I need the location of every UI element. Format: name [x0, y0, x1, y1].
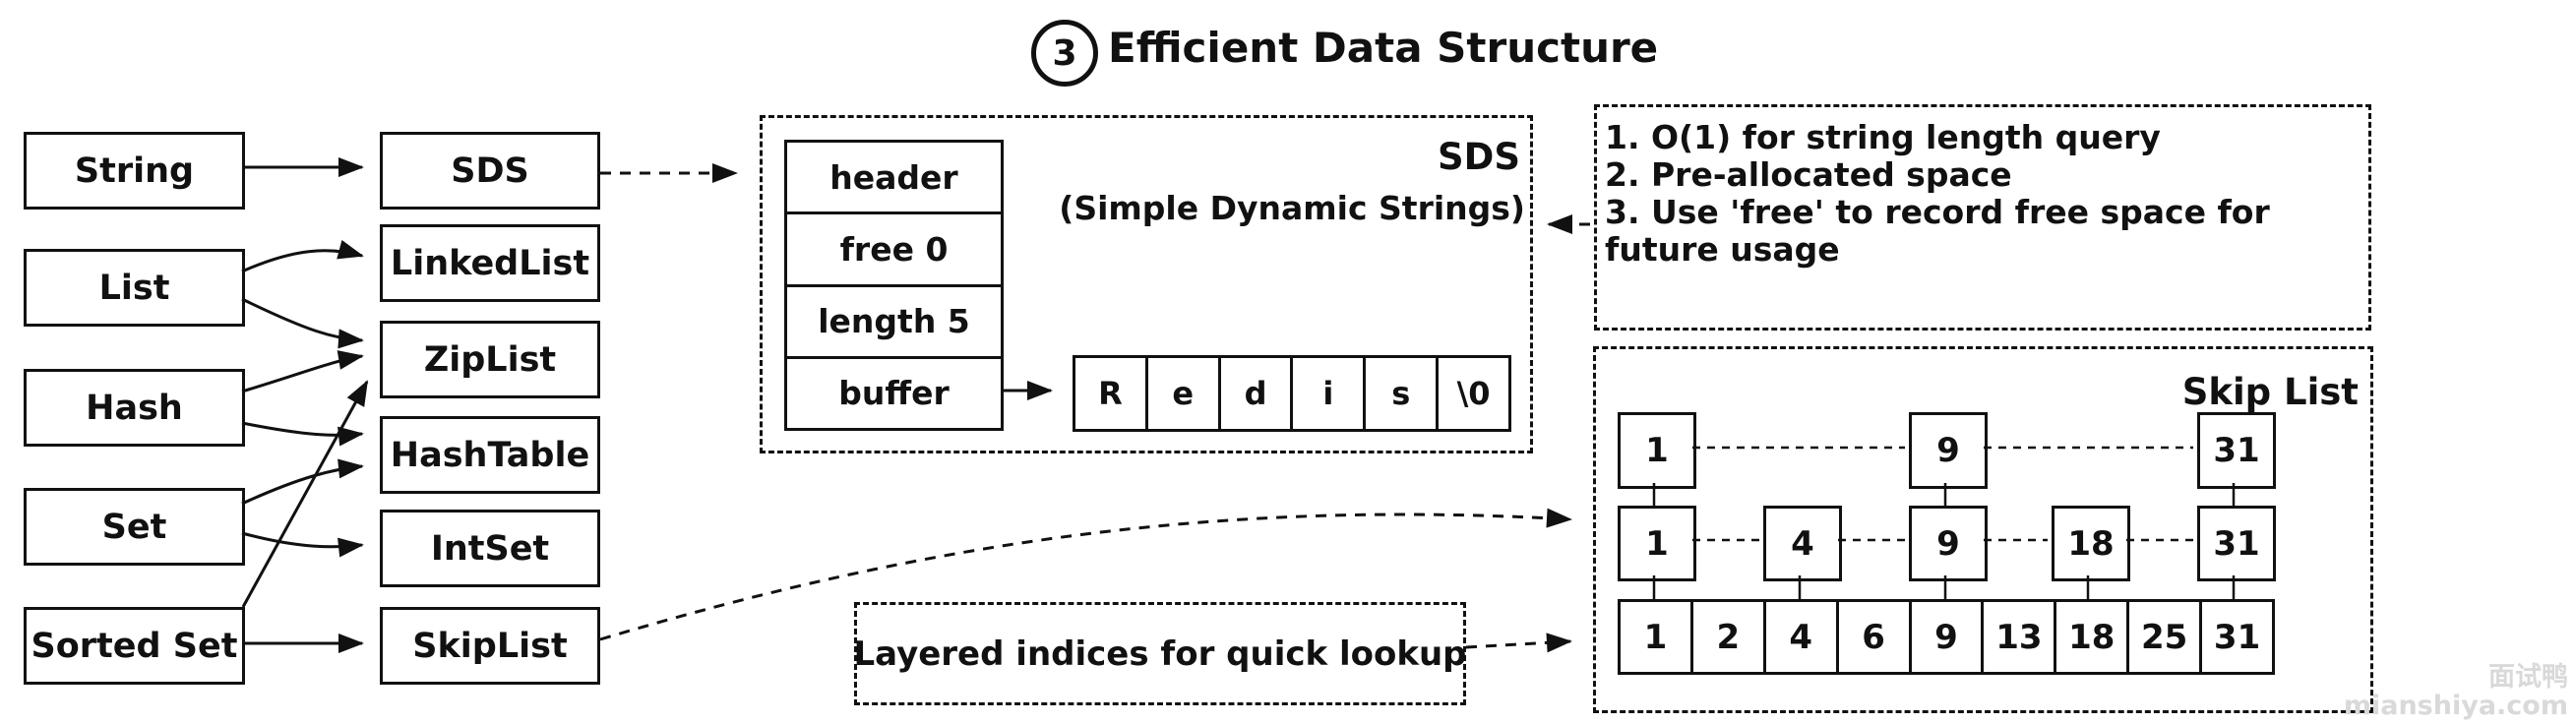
sds-field-buffer: buffer: [838, 374, 950, 413]
impl-node-sds: SDS: [380, 132, 600, 210]
impl-node-intset: IntSet: [380, 510, 600, 587]
type-node-list: List: [24, 249, 245, 327]
skiplist-bottom-cell: 2: [1693, 602, 1766, 672]
arrow-sortedset-to-ziplist: [241, 380, 369, 608]
arrow-hash-to-hashtable: [241, 421, 364, 447]
skiplist-mid-node: 31: [2197, 506, 2276, 581]
title-badge-circle: 3: [1031, 20, 1098, 87]
dashed-arrow-callout-to-skiplist: [1465, 633, 1572, 653]
sds-field-header: header: [787, 143, 1001, 215]
skiplist-bottom-cell: 6: [1839, 602, 1912, 672]
buffer-cell: \0: [1456, 375, 1491, 412]
watermark-line2: mianshiya.com: [2343, 691, 2568, 721]
skiplist-top-node: 9: [1909, 412, 1988, 489]
sds-buffer-cells: R e d i s \0: [1073, 355, 1511, 432]
impl-node-ziplist: ZipList: [380, 321, 600, 398]
watermark-line1: 面试鸭: [2488, 662, 2568, 693]
impl-node-hashtable: HashTable: [380, 416, 600, 494]
sds-panel-label: SDS: [1437, 136, 1520, 178]
page-title: Efficient Data Structure: [1108, 24, 1659, 72]
buffer-cell: i: [1293, 358, 1367, 429]
type-node-set-label: Set: [101, 507, 167, 547]
type-node-list-label: List: [98, 268, 170, 308]
arrow-hash-to-ziplist: [241, 350, 364, 393]
buffer-cell: R: [1075, 358, 1148, 429]
skiplist-mid-node: 9: [1909, 506, 1988, 581]
type-node-sorted-set: Sorted Set: [24, 607, 245, 685]
arrow-list-to-linkedlist: [241, 240, 364, 273]
skiplist-mid-node: 1: [1618, 506, 1696, 581]
skiplist-mid-node: 4: [1763, 506, 1842, 581]
type-node-string-label: String: [74, 151, 195, 191]
impl-node-linkedlist: LinkedList: [380, 224, 600, 302]
skiplist-bottom-cell: 9: [1912, 602, 1985, 672]
skiplist-bottom-cell: 4: [1766, 602, 1839, 672]
type-node-sorted-set-label: Sorted Set: [31, 626, 238, 666]
sds-panel-sublabel: (Simple Dynamic Strings): [1059, 189, 1525, 227]
type-node-set: Set: [24, 488, 245, 566]
skiplist-bottom-cell: 31: [2213, 617, 2261, 657]
impl-node-ziplist-label: ZipList: [423, 339, 557, 380]
buffer-cell: s: [1366, 358, 1440, 429]
arrow-set-to-hashtable: [241, 458, 364, 506]
title-badge-number: 3: [1052, 32, 1077, 74]
watermark: 面试鸭 mianshiya.com: [2344, 663, 2568, 720]
notes-line: future usage: [1605, 230, 1840, 269]
impl-node-skiplist: SkipList: [380, 607, 600, 685]
skiplist-panel-label: Skip List: [2181, 371, 2359, 413]
type-node-hash: Hash: [24, 369, 245, 447]
impl-node-skiplist-label: SkipList: [412, 626, 568, 666]
buffer-cell: d: [1221, 358, 1294, 429]
notes-line: 1. O(1) for string length query: [1605, 118, 2161, 156]
sds-field-free: free 0: [787, 214, 1001, 287]
sds-notes-panel: 1. O(1) for string length query 2. Pre-a…: [1594, 104, 2371, 331]
buffer-cell: e: [1148, 358, 1221, 429]
skiplist-bottom-row: 1 2 4 6 9 13 18 25 31: [1618, 599, 2275, 675]
arrow-list-to-ziplist: [241, 297, 364, 349]
skiplist-bottom-cell: 1: [1621, 602, 1693, 672]
layered-indices-text: Layered indices for quick lookup: [853, 634, 1467, 674]
skiplist-bottom-cell: 18: [2056, 602, 2130, 672]
layered-indices-callout: Layered indices for quick lookup: [853, 602, 1467, 705]
skiplist-panel: Skip List: [1593, 346, 2373, 713]
type-node-hash-label: Hash: [86, 388, 183, 428]
skiplist-mid-node: 18: [2052, 506, 2130, 581]
skiplist-bottom-cell: 25: [2129, 602, 2203, 672]
type-node-string: String: [24, 132, 245, 210]
impl-node-linkedlist-label: LinkedList: [390, 243, 590, 283]
skiplist-bottom-cell: 13: [1984, 602, 2057, 672]
skiplist-top-node: 1: [1618, 412, 1696, 489]
arrow-set-to-intset: [241, 531, 364, 558]
notes-line: 2. Pre-allocated space: [1605, 155, 2012, 194]
skiplist-top-node: 31: [2197, 412, 2276, 489]
sds-struct-table: header free 0 length 5 buffer: [784, 140, 1004, 431]
notes-line: 3. Use 'free' to record free space for: [1605, 193, 2270, 231]
impl-node-hashtable-label: HashTable: [390, 435, 590, 475]
impl-node-intset-label: IntSet: [430, 528, 550, 569]
sds-notes-text: 1. O(1) for string length query 2. Pre-a…: [1605, 119, 2270, 269]
sds-panel: SDS (Simple Dynamic Strings): [760, 115, 1533, 453]
sds-field-length: length 5: [787, 287, 1001, 359]
impl-node-sds-label: SDS: [451, 151, 529, 191]
